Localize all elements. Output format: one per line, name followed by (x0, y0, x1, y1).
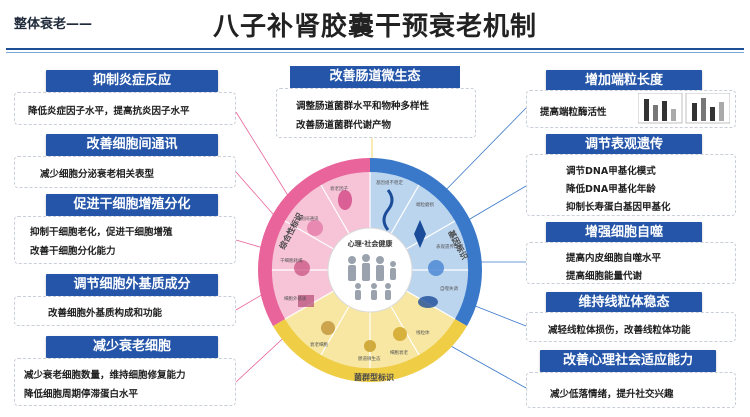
card-line: 抑制干细胞老化，促进干细胞增殖 (30, 227, 173, 238)
matrix-icon (298, 295, 314, 307)
card-line: 减少低落情绪，提升社交兴趣 (550, 389, 674, 400)
card-body (526, 242, 736, 284)
card-header: 减少衰老细胞 (46, 336, 218, 358)
card-line: 抑制长寿蛋白基因甲基化 (566, 202, 671, 213)
microbiome-icon (364, 340, 376, 352)
card-line: 降低DNA甲基化年龄 (566, 184, 656, 195)
card-line: 改善干细胞分化能力 (30, 246, 116, 257)
segment-text: 表观遗传改变 (436, 243, 463, 250)
segment-text: 衰老因子 (330, 185, 348, 192)
segment-text: 端粒磨损 (416, 201, 434, 208)
card-line: 减少细胞分泌衰老相关表型 (40, 169, 155, 180)
center-label: 心理·社会健康 (348, 239, 394, 248)
segment-text: 细胞衰老 (390, 349, 408, 356)
card-line: 减轻线粒体损伤，改善线粒体功能 (548, 325, 691, 336)
senescent-cell-icon (321, 321, 335, 335)
card-header: 抑制炎症反应 (46, 70, 218, 92)
mitochondria-icon (418, 296, 438, 308)
card-header: 调节表观遗传 (546, 134, 702, 156)
segment-text: 细胞间通讯 (296, 215, 319, 222)
segment-text: 干细胞耗竭 (280, 257, 303, 264)
card-line: 提高内皮细胞自噬水平 (566, 253, 662, 264)
card-header: 改善心理社会适应能力 (540, 350, 716, 372)
card-body (526, 372, 736, 408)
card-body (14, 296, 236, 326)
card-header: 增加端粒长度 (546, 70, 702, 92)
card-body (526, 312, 736, 342)
card-header: 维持线粒体稳态 (546, 292, 702, 314)
card-line: 降低炎症因子水平，提高抗炎因子水平 (28, 106, 190, 117)
segment-text: 自噬失调 (440, 285, 458, 292)
card-header: 调节细胞外基质成分 (46, 274, 218, 296)
bacteria-icon (338, 190, 352, 210)
aging-hallmark-wheel: 综合性标识 基因标识 菌群型标识 衰老因子 细胞间通讯 干细胞耗竭 细胞外基质 … (257, 158, 483, 383)
card-line: 调整肠道菌群水平和物种多样性 (296, 101, 430, 112)
card-body (14, 92, 236, 125)
ring-label-yellow: 菌群型标识 (354, 372, 394, 382)
people-icon (348, 254, 396, 300)
section-tag: 整体衰老—— (14, 17, 93, 32)
card-header: 改善细胞间通讯 (46, 134, 218, 156)
segment-text: 基因组不稳定 (376, 179, 403, 186)
gene-icon (428, 260, 444, 276)
dna-icon (382, 189, 394, 231)
card-header: 促进干细胞增殖分化 (46, 194, 218, 216)
segment-text: 衰老细胞 (310, 341, 328, 348)
card-header: 改善肠道微生态 (290, 66, 460, 88)
segment-icons (294, 189, 444, 352)
card-body (14, 216, 236, 264)
card-body (526, 154, 736, 216)
card-body (14, 156, 236, 188)
title-divider (6, 48, 744, 50)
segment-text: 线粒体 (416, 329, 430, 336)
page-title: 八子补肾胶囊干预衰老机制 (212, 12, 537, 42)
lysosome-icon (393, 327, 407, 341)
stem-cell-icon (294, 260, 310, 276)
card-line: 提高端粒酶活性 (540, 107, 607, 118)
card-body (14, 358, 236, 406)
title-divider-thin (6, 52, 744, 53)
card-header: 增强细胞自噬 (546, 222, 702, 244)
chromosome-icon (414, 220, 426, 248)
cell-icon (307, 220, 323, 236)
segment-text: 细胞外基质 (284, 295, 307, 302)
card-line: 调节DNA甲基化模式 (566, 166, 656, 177)
card-line: 提高细胞能量代谢 (566, 271, 643, 282)
segment-text: 肠道微生态 (358, 355, 381, 362)
card-line: 改善肠道菌群代谢产物 (296, 120, 392, 131)
card-line: 减少衰老细胞数量，维持细胞修复能力 (24, 370, 186, 381)
telomere-mini-chart (638, 93, 730, 124)
card-line: 降低细胞周期停滞蛋白水平 (24, 389, 139, 400)
card-line: 改善细胞外基质构成和功能 (48, 308, 163, 319)
card-body (276, 88, 476, 138)
